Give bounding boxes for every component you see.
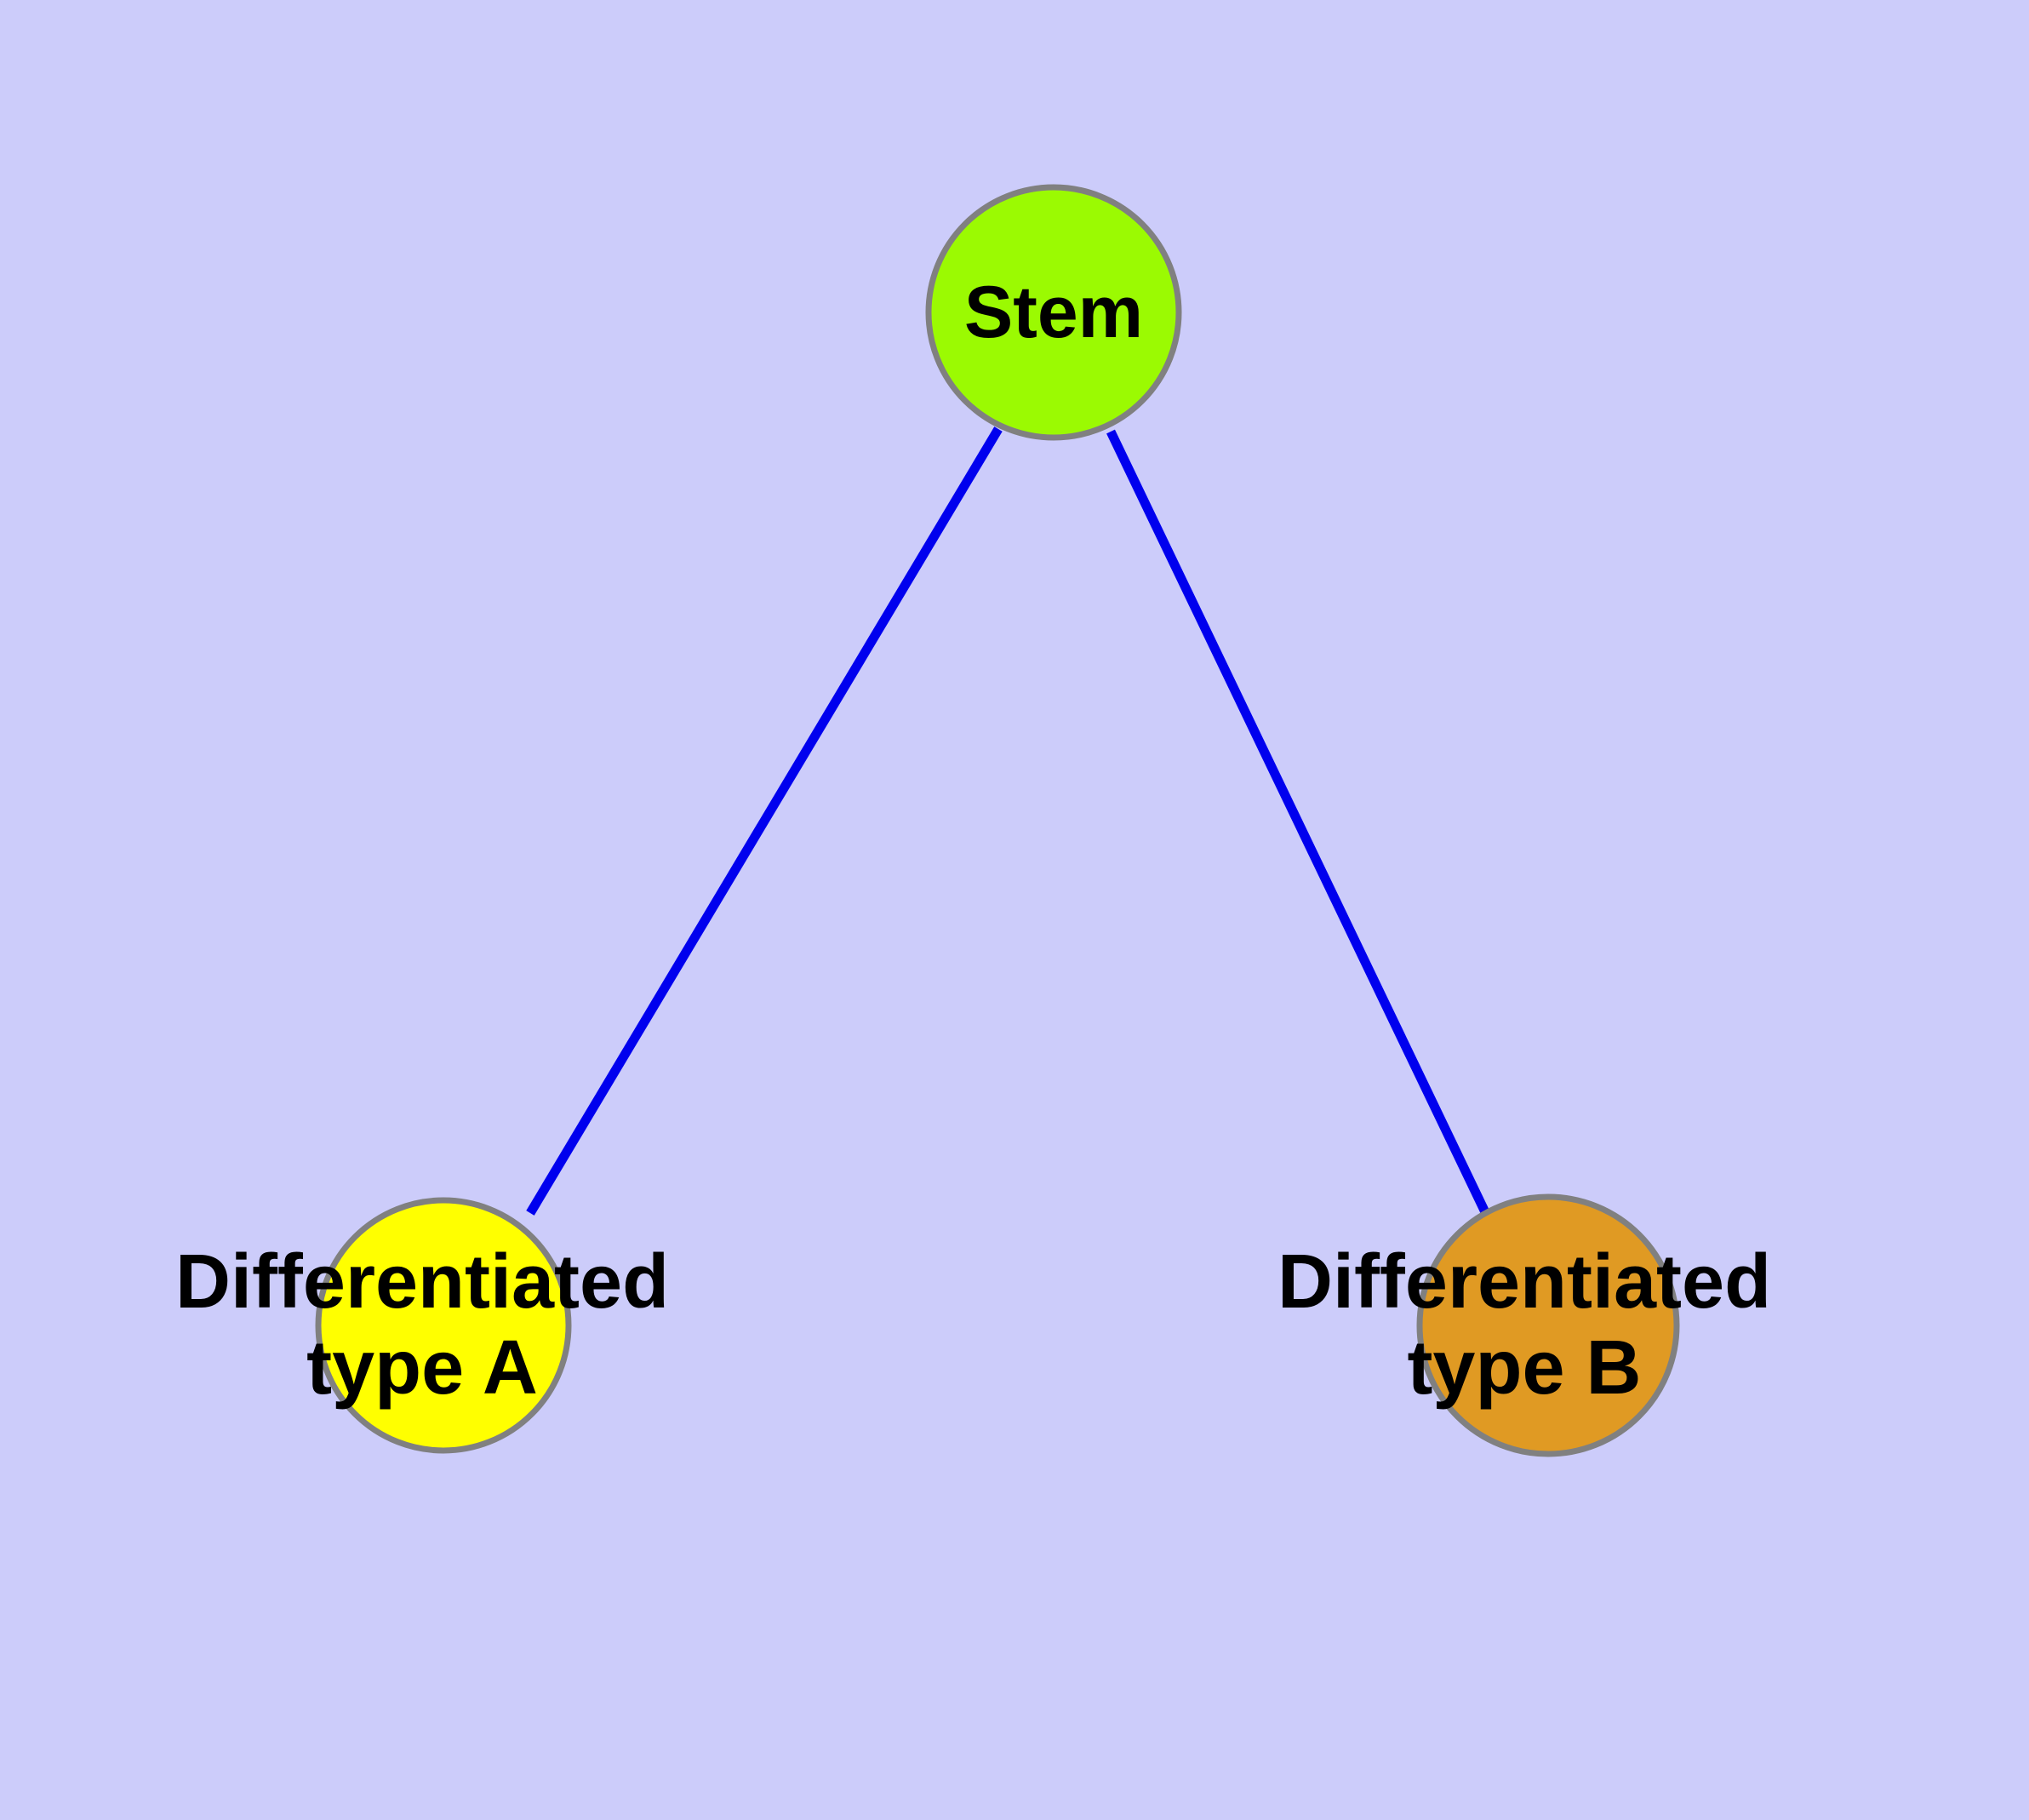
node-group <box>315 184 1680 1457</box>
node-differentiated-type-b[interactable] <box>1416 1193 1680 1457</box>
edge-stem-to-differentiated-type-a[interactable] <box>526 426 1003 1216</box>
node-differentiated-type-a[interactable] <box>315 1197 572 1454</box>
edge-group <box>526 426 1490 1216</box>
edge-stem-to-differentiated-type-b[interactable] <box>1106 429 1490 1216</box>
node-stem[interactable] <box>925 184 1182 441</box>
